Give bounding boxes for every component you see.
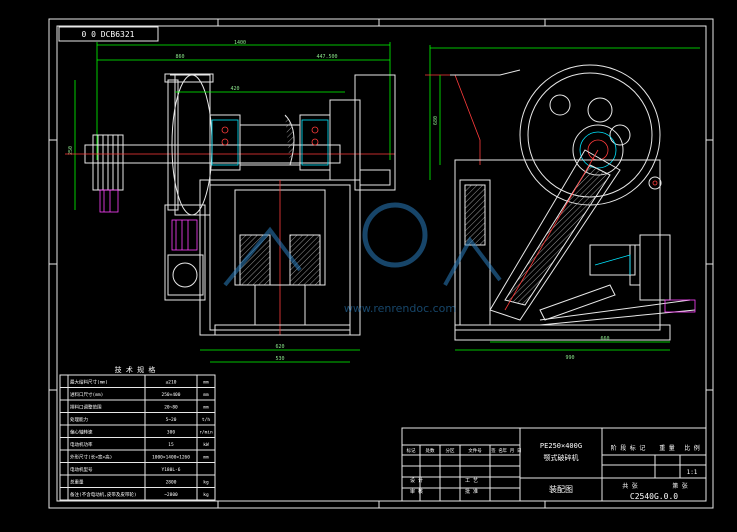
spec-unit: t/h: [202, 417, 210, 423]
spec-unit: kg: [203, 480, 209, 486]
watermark-text: www.renrendoc.com: [344, 302, 456, 315]
dim-right-bottom-b: 660: [600, 336, 609, 342]
title-block: 标记 处数 分区 文件号 签 名年 月 日 设 计 审 核 工 艺 批 准 PE250×…: [401, 427, 707, 502]
tb-name: 颚式破碎机: [544, 453, 579, 462]
spec-label: 总重量: [70, 479, 84, 486]
tech-spec-table: 技 术 规 格 最大给料尺寸(mm) ≤210 mm 进料口尺寸(mm) 250×400…: [59, 365, 216, 501]
spec-unit: kW: [203, 442, 209, 448]
drawing-number-box: 0 0 DCB6321: [58, 26, 159, 42]
spec-unit: kg: [203, 492, 209, 498]
spec-unit: mm: [203, 456, 209, 461]
tb-drawing-code: C2540G.0.0: [630, 492, 678, 501]
tb-weight: 重 量: [659, 444, 675, 452]
tb-drawing-type: 装配图: [549, 484, 573, 494]
watermark: www.renrendoc.com: [223, 202, 502, 315]
dim-right-height: 680: [433, 116, 439, 125]
tb-design: 设 计: [410, 477, 423, 484]
spec-label: 电动机功率: [70, 441, 93, 448]
tb-scale: 1:1: [687, 469, 698, 476]
dim-pulley: 420: [230, 86, 239, 92]
title-header-cell: 处数: [426, 447, 435, 454]
frame-ticks: [49, 19, 713, 508]
dim-left-height: 250: [68, 146, 74, 155]
dim-top-overall: 1400: [234, 40, 246, 46]
spec-unit: mm: [203, 381, 209, 386]
spec-value: 15: [168, 442, 174, 448]
tb-sheet: 共 张: [622, 482, 638, 490]
spec-value: 300: [167, 430, 175, 436]
side-view: 680 990 660: [425, 45, 700, 361]
spec-value: 5~20: [166, 417, 177, 423]
spec-value: 250×400: [162, 392, 181, 398]
tb-stage: 阶 段 标 记: [611, 444, 646, 452]
tb-sheet-of: 第 张: [672, 482, 688, 490]
spec-value: ≤210: [166, 380, 177, 386]
dim-bottom-left: 530: [275, 356, 284, 362]
spec-label: 最大给料尺寸(mm): [70, 379, 108, 386]
dim-right-bottom-a: 990: [565, 355, 574, 361]
drawing-number-text: 0 0 DCB6321: [82, 30, 135, 39]
dim-top-right: 447.500: [316, 54, 337, 60]
dim-bottom-inner: 620: [275, 344, 284, 350]
spec-value: 2800: [166, 480, 177, 486]
tb-scale-label: 比 例: [684, 444, 700, 452]
spec-unit: mm: [203, 406, 209, 411]
tb-check: 审 核: [410, 488, 423, 495]
spec-value: ~2800: [164, 492, 178, 498]
front-view: 1400 860 447.500 250 420: [65, 40, 396, 363]
spec-value: 1000×1400×1260: [152, 455, 190, 461]
tb-model: PE250×400G: [540, 442, 582, 450]
title-header-cell: 分区: [446, 447, 455, 454]
spec-label: 外形尺寸(长×宽×高): [70, 454, 112, 461]
title-header-cell: 年 月 日: [503, 447, 522, 454]
spec-label: 偏心轴转速: [70, 429, 93, 436]
spec-unit: mm: [203, 393, 209, 398]
spec-label: 处理能力: [70, 416, 88, 423]
tech-spec-title: 技 术 规 格: [115, 365, 156, 374]
tech-spec-rows: 最大给料尺寸(mm) ≤210 mm 进料口尺寸(mm) 250×400 mm 排料口调整范…: [60, 379, 215, 498]
spec-label: 进料口尺寸(mm): [70, 391, 103, 398]
tb-approve: 批 准: [465, 488, 478, 495]
tb-process: 工 艺: [465, 478, 478, 484]
spec-label: 排料口调整范围: [70, 404, 102, 411]
title-header-cell: 签 名: [491, 447, 503, 454]
dim-top-left: 860: [175, 54, 184, 60]
title-header-cell: 标记: [407, 447, 416, 454]
title-header-cell: 文件号: [468, 447, 482, 454]
spec-value: Y180L-6: [162, 467, 181, 473]
spec-unit: r/min: [199, 430, 213, 436]
title-block-header: 标记 处数 分区 文件号 签 名年 月 日: [407, 447, 522, 454]
spec-label: 电动机型号: [70, 466, 93, 473]
spec-value: 20~80: [164, 405, 178, 411]
spec-label: 备注(不含电动机,皮带及皮带轮): [70, 491, 137, 498]
